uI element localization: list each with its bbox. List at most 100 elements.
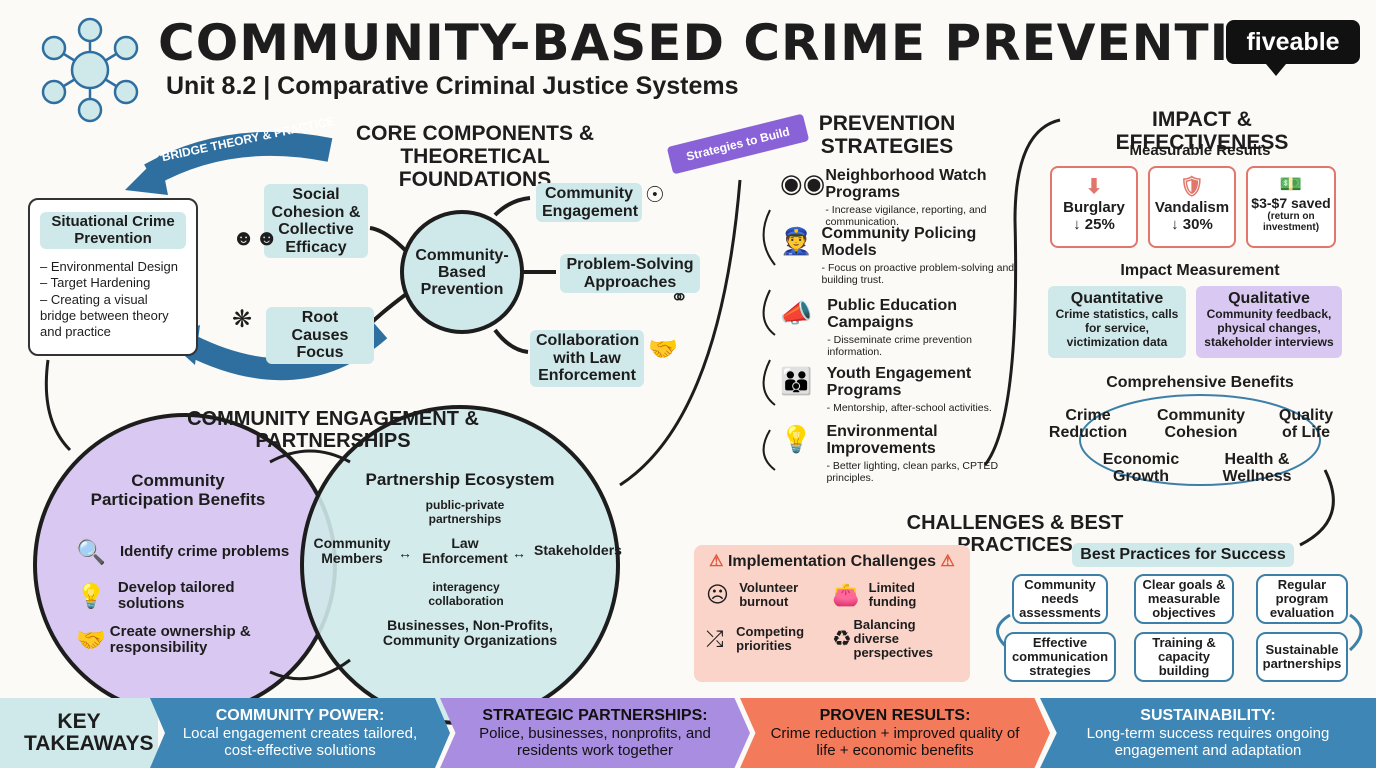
- challenge-label: Competing priorities: [736, 623, 805, 654]
- benefit-economic-growth: Economic Growth: [1102, 451, 1180, 485]
- implementation-title: ⚠ Implementation Challenges ⚠: [694, 551, 970, 571]
- strategy-desc: - Focus on proactive problem-solving and…: [821, 261, 1015, 287]
- takeaway-heading: PROVEN RESULTS:: [819, 706, 971, 724]
- challenges-heading: CHALLENGES & BEST PRACTICES: [906, 512, 1124, 556]
- police-officer-icon: 👮: [780, 226, 813, 256]
- takeaway-sustainability: SUSTAINABILITY: Long-term success requir…: [1040, 698, 1376, 768]
- youth-group-icon: 👪: [780, 366, 813, 396]
- quantitative-desc: Crime statistics, calls for service, vic…: [1055, 307, 1179, 349]
- brand-logo: fiveable: [1226, 20, 1360, 76]
- node-root-causes: Root Causes Focus: [266, 307, 374, 364]
- eco-law-enforcement: Law Enforcement: [422, 535, 508, 566]
- people-cycle-icon: ♻: [832, 626, 852, 652]
- implementation-box: ⚠ Implementation Challenges ⚠ ☹Volunteer…: [694, 545, 970, 682]
- situational-item: – Creating a visual bridge between theor…: [40, 291, 169, 340]
- benefit-item: 🤝Create ownership & responsibility: [76, 618, 296, 662]
- wallet-icon: 👛: [832, 582, 860, 608]
- warning-icon: ⚠: [709, 553, 724, 570]
- strategies-heading: PREVENTION STRATEGIES: [818, 112, 956, 159]
- takeaway-heading: STRATEGIC PARTNERSHIPS:: [482, 706, 708, 724]
- takeaway-body: Long-term success requires ongoing engag…: [1086, 724, 1330, 759]
- takeaway-body: Local engagement creates tailored, cost-…: [182, 724, 418, 759]
- strategy-desc: - Increase vigilance, reporting, and com…: [825, 203, 987, 229]
- network-icon: [41, 17, 139, 123]
- situational-box: Situational Crime Prevention – Environme…: [28, 198, 198, 356]
- eco-arrow-right: ↔: [512, 545, 526, 561]
- diverging-arrows-icon: ⤮: [706, 626, 724, 652]
- strategy-title: Public Education Campaigns: [827, 297, 958, 331]
- handshake-icon: 🤝: [76, 626, 106, 654]
- node-social-cohesion: Social Cohesion & Collective Efficacy: [264, 184, 368, 259]
- strategy-item: 💡 Environmental Improvements- Better lig…: [780, 423, 1020, 485]
- challenge-item: ♻Balancing diverse perspectives: [832, 616, 958, 661]
- core-center-label: Community-Based Prevention: [415, 247, 509, 298]
- strategy-desc: - Mentorship, after-school activities.: [826, 401, 992, 414]
- benefit-quality-of-life: Quality of Life: [1278, 407, 1334, 441]
- eco-top-label: public-private partnerships: [425, 498, 505, 527]
- takeaways-label-text: KEY TAKEAWAYS: [24, 709, 154, 755]
- stat-vandalism: 🛡 Vandalism ↓ 30%: [1148, 166, 1236, 248]
- situational-item: – Environmental Design: [40, 259, 179, 274]
- page-title: COMMUNITY-BASED CRIME PREVENTION: [158, 14, 1316, 72]
- molecule-icon: ⚭: [670, 285, 689, 310]
- node-problem-solving: Problem-Solving Approaches: [560, 254, 700, 294]
- qualitative-desc: Community feedback, physical changes, st…: [1204, 307, 1334, 349]
- situational-item: – Target Hardening: [40, 275, 151, 291]
- measurable-title: Measurable Results: [1129, 142, 1271, 159]
- benefits-list: 🔍Identify crime problems 💡Develop tailor…: [76, 530, 296, 662]
- challenge-label: Limited funding: [868, 580, 917, 610]
- quantitative-box: Quantitative Crime statistics, calls for…: [1048, 286, 1186, 358]
- engagement-heading: COMMUNITY ENGAGEMENT & PARTNERSHIPS: [187, 408, 479, 452]
- eco-community-members: Community Members: [313, 535, 391, 566]
- strategy-desc: - Disseminate crime prevention informati…: [827, 333, 972, 359]
- network-node-icon: ❋: [232, 306, 253, 333]
- stat-burglary: ⬇ Burglary ↓ 25%: [1050, 166, 1138, 248]
- situational-title: Situational Crime Prevention: [40, 212, 186, 249]
- eco-bottom-label: Businesses, Non-Profits, Community Organ…: [382, 617, 558, 649]
- handshake-icon: 🤝: [648, 336, 678, 363]
- eco-arrow-left: ↔: [398, 545, 412, 561]
- challenge-label: Volunteer burnout: [739, 580, 799, 610]
- quantitative-title: Quantitative: [1070, 290, 1164, 307]
- benefit-crime-reduction: Crime Reduction: [1048, 407, 1128, 441]
- node-community-engagement: Community Engagement: [536, 183, 642, 223]
- bp-needs-assessments: Community needs assessments: [1012, 574, 1108, 624]
- stat-roi: 💵 $3-$7 saved (return on investment): [1246, 166, 1336, 248]
- benefit-label: Create ownership & responsibility: [109, 623, 251, 656]
- benefit-item: 🔍Identify crime problems: [76, 530, 296, 574]
- takeaway-community-power: COMMUNITY POWER: Local engagement create…: [150, 698, 450, 768]
- binoculars-icon: ◉◉: [780, 168, 826, 198]
- strategy-title: Environmental Improvements: [826, 423, 938, 457]
- implementation-title-text: Implementation Challenges: [727, 553, 937, 570]
- challenge-item: ⤮ Competing priorities: [706, 618, 832, 661]
- bp-training: Training & capacity building: [1134, 632, 1234, 682]
- qualitative-box: Qualitative Community feedback, physical…: [1196, 286, 1342, 358]
- takeaway-body: Crime reduction + improved quality of li…: [770, 724, 1020, 759]
- node-collaboration: Collaboration with Law Enforcement: [530, 330, 644, 387]
- strategy-desc: - Better lighting, clean parks, CPTED pr…: [826, 459, 999, 485]
- best-practices-title: Best Practices for Success: [1072, 543, 1294, 567]
- strategies-list: ◉◉ Neighborhood Watch Programs- Increase…: [780, 167, 1020, 485]
- page-subtitle: Unit 8.2 | Comparative Criminal Justice …: [166, 72, 739, 100]
- shield-icon: 🛡: [1179, 176, 1205, 198]
- stat-value: (return on investment): [1262, 211, 1320, 233]
- challenge-item: 👛 Limited funding: [832, 580, 958, 610]
- strategy-title: Community Policing Models: [821, 225, 977, 259]
- stat-label: Burglary: [1063, 199, 1125, 216]
- down-arrow-icon: ⬇: [1085, 176, 1103, 198]
- takeaway-proven-results: PROVEN RESULTS: Crime reduction + improv…: [740, 698, 1050, 768]
- streetlight-icon: 💡: [780, 424, 813, 454]
- strategy-title: Youth Engagement Programs: [826, 365, 972, 399]
- strategy-item: 📣 Public Education Campaigns- Disseminat…: [780, 297, 1020, 366]
- bp-clear-goals: Clear goals & measurable objectives: [1134, 574, 1234, 624]
- strategy-title: Neighborhood Watch Programs: [825, 167, 987, 201]
- takeaway-body: Police, businesses, nonprofits, and resi…: [479, 724, 711, 759]
- strategy-item: 👪 Youth Engagement Programs - Mentorship,…: [780, 365, 1020, 424]
- takeaway-heading: COMMUNITY POWER:: [215, 706, 385, 724]
- challenge-label: Balancing diverse perspectives: [853, 616, 934, 661]
- takeaway-strategic-partnerships: STRATEGIC PARTNERSHIPS: Police, business…: [440, 698, 750, 768]
- strategy-item: ◉◉ Neighborhood Watch Programs- Increase…: [780, 167, 1020, 229]
- stat-label: $3-$7 saved: [1251, 195, 1331, 211]
- stat-value: ↓ 30%: [1171, 216, 1213, 233]
